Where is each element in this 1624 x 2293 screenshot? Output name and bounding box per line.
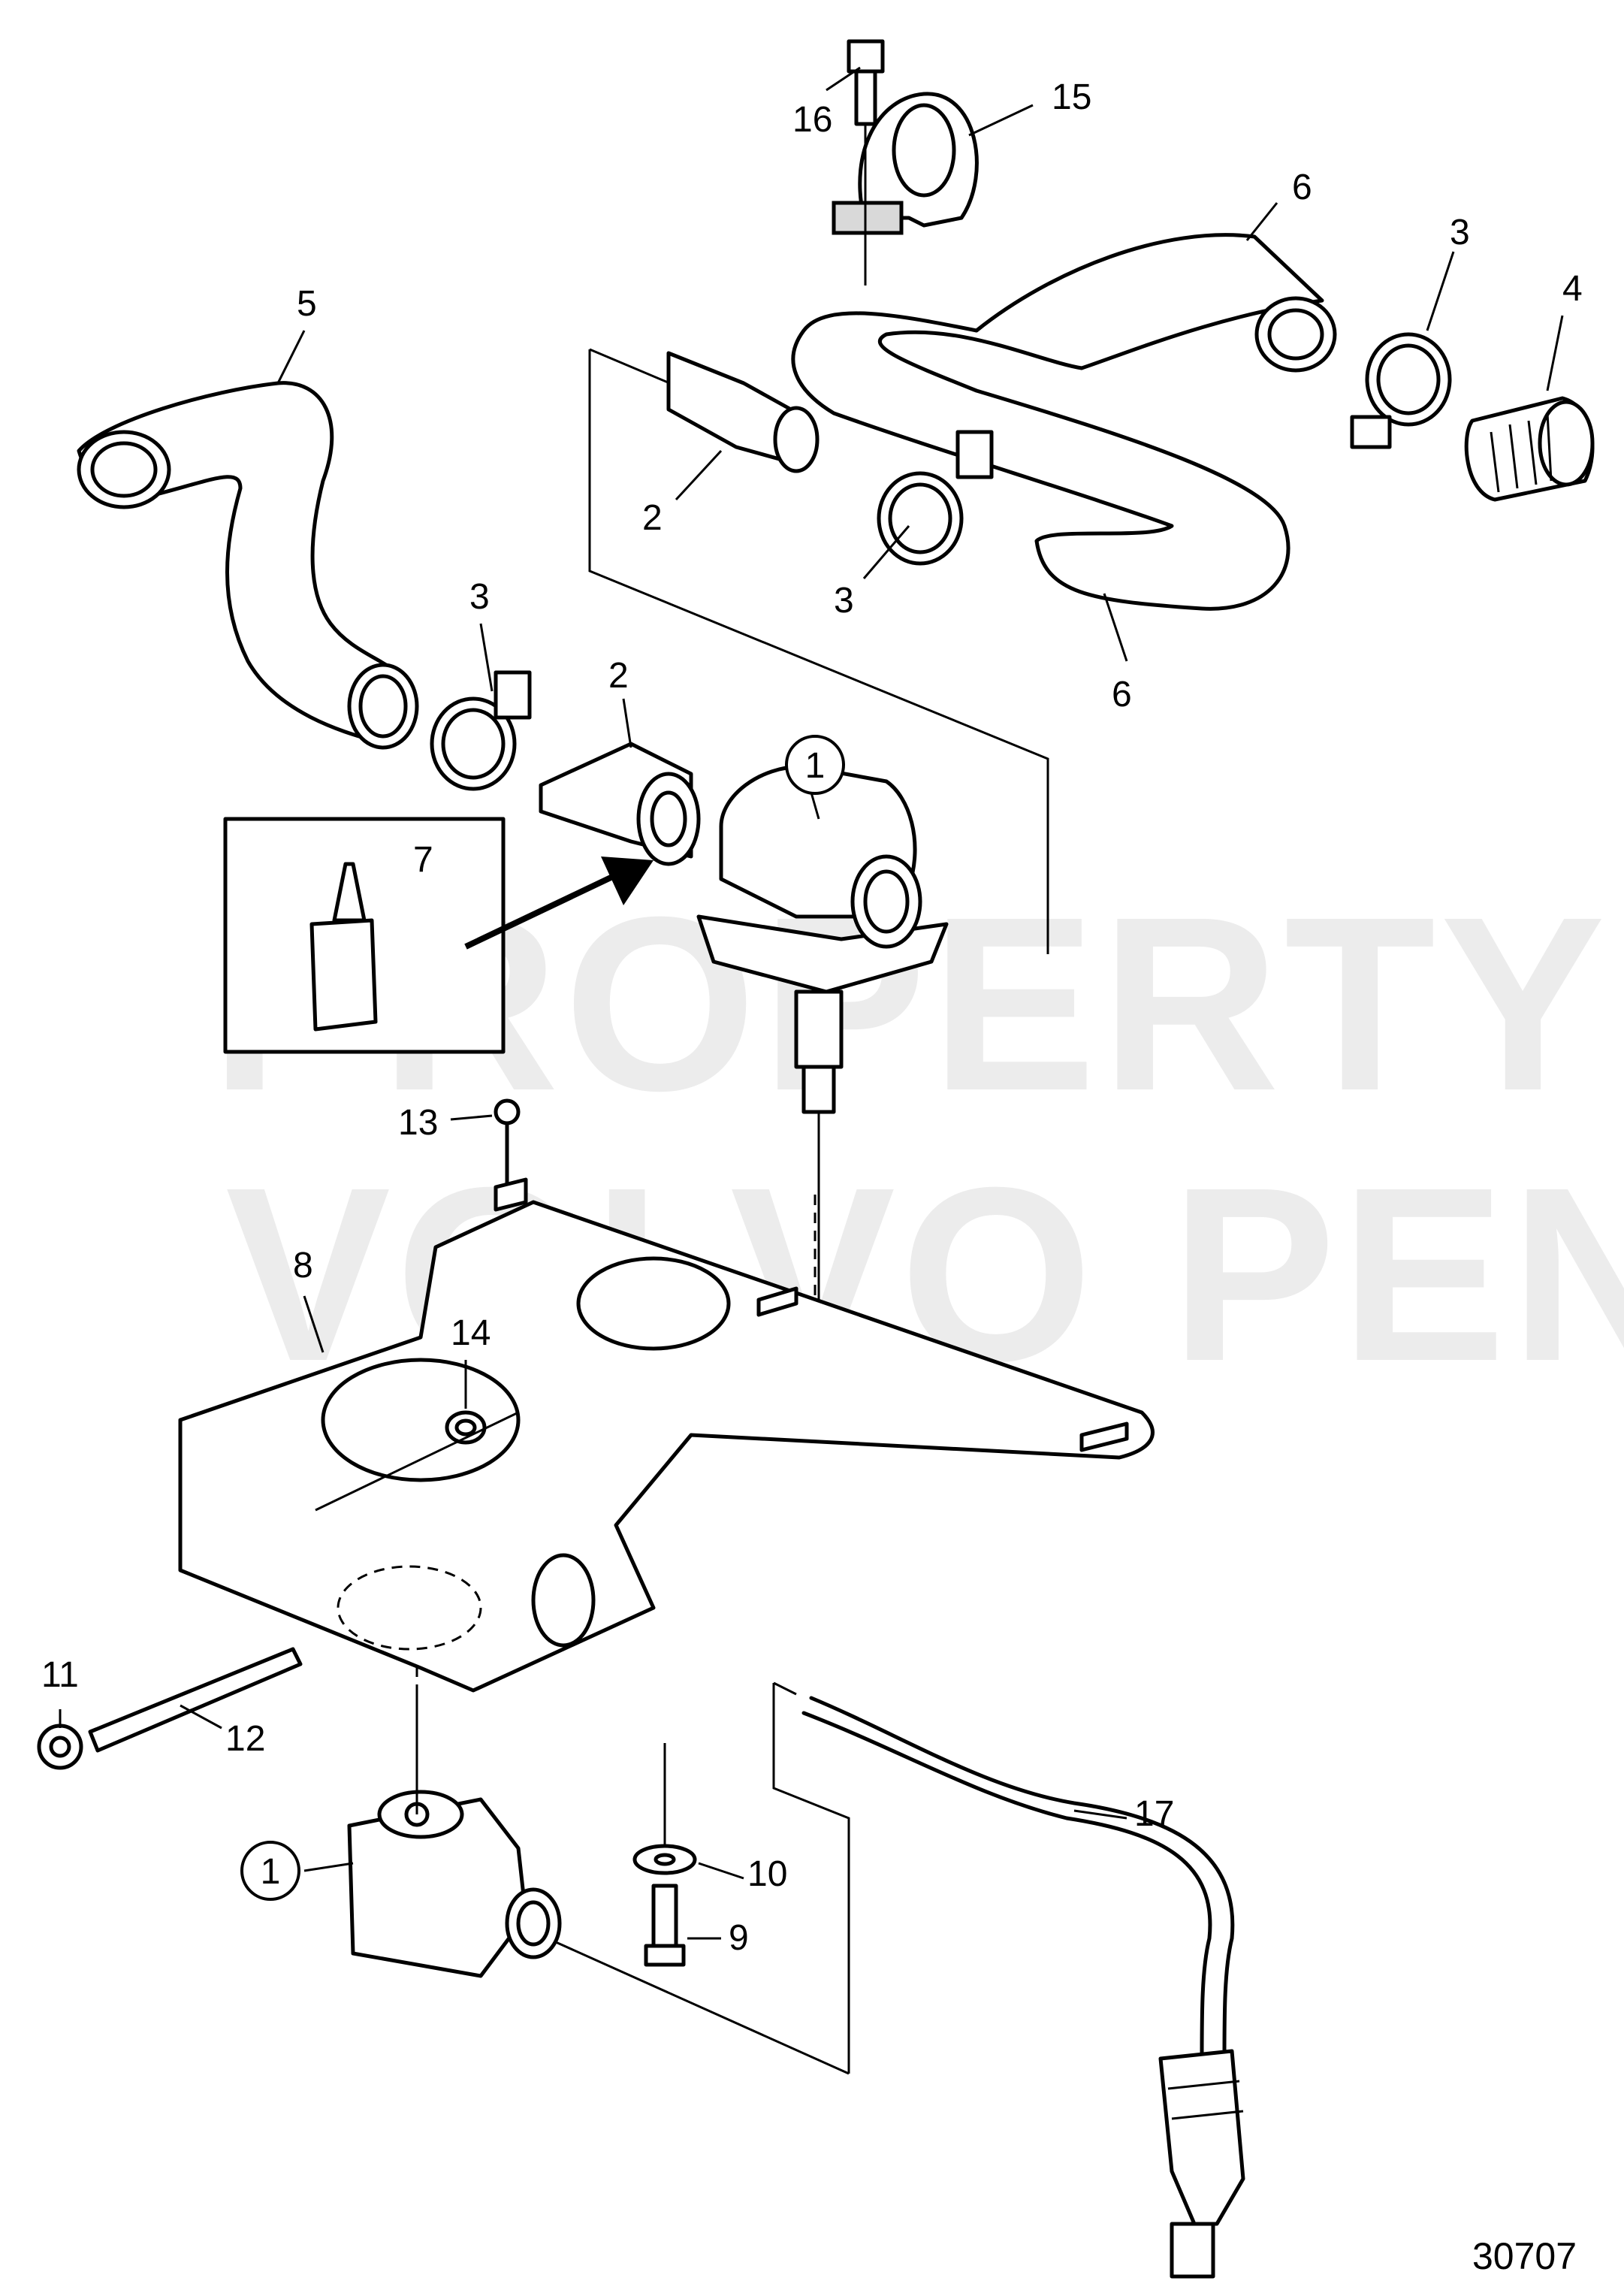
part-number-2-lower: 2 <box>608 656 629 696</box>
leader-lines <box>59 66 1564 1940</box>
nut-11 <box>37 1724 83 1770</box>
part-number-6-upper: 6 <box>1292 168 1312 207</box>
clamp-mid <box>877 430 994 566</box>
part-number-15: 15 <box>1052 77 1091 117</box>
part-number-16: 16 <box>792 100 832 140</box>
part-number-11: 11 <box>41 1655 79 1695</box>
part-number-17: 17 <box>1134 1794 1174 1834</box>
washer-10 <box>632 1743 697 1875</box>
part-number-5: 5 <box>297 284 317 324</box>
washer-14 <box>315 1410 519 1512</box>
part-number-1-top: 1 <box>805 746 826 786</box>
part-number-6-lower: 6 <box>1112 675 1132 714</box>
bolt-12 <box>88 1647 303 1753</box>
nipple-lower <box>539 742 701 866</box>
part-number-3-upper-mid: 3 <box>834 581 854 621</box>
screw-9 <box>644 1884 686 1967</box>
nipple-upper <box>666 351 820 473</box>
part-number-10: 10 <box>747 1854 787 1894</box>
part-number-3-left: 3 <box>469 577 490 617</box>
circled-label-1-top: 1 <box>785 735 845 795</box>
circled-label-1-bottom: 1 <box>240 1841 300 1901</box>
part-number-7: 7 <box>413 840 433 880</box>
connector-4 <box>1464 396 1595 502</box>
bolt-16 <box>847 39 885 285</box>
hose-clamps <box>430 332 1452 791</box>
part-number-4: 4 <box>1562 269 1583 309</box>
part-number-labels: 16 15 6 3 4 5 2 3 3 2 6 7 13 8 14 11 12 … <box>41 77 1583 1958</box>
hose-6 <box>791 233 1337 611</box>
part-number-2-upper: 2 <box>642 498 663 538</box>
clip-15 <box>832 92 979 235</box>
document-number: 30707 <box>1472 2235 1577 2277</box>
part-number-14: 14 <box>451 1313 491 1353</box>
bracket-8 <box>178 1177 1155 1693</box>
sensor-1-top <box>696 764 949 1375</box>
cable-17 <box>801 1696 1245 2279</box>
inset-box-7 <box>223 817 654 1054</box>
part-number-13: 13 <box>398 1103 438 1143</box>
nipples <box>539 351 820 866</box>
part-number-12: 12 <box>225 1719 265 1759</box>
hose-5 <box>77 381 419 750</box>
sensor-1-bottom <box>347 1690 850 2075</box>
part-number-1-bottom: 1 <box>261 1852 281 1892</box>
part-number-9: 9 <box>729 1918 749 1958</box>
part-number-8: 8 <box>293 1246 313 1285</box>
clamp-right <box>1350 332 1452 449</box>
clamp-left <box>430 670 532 791</box>
part-number-3-upper-right: 3 <box>1450 213 1470 252</box>
